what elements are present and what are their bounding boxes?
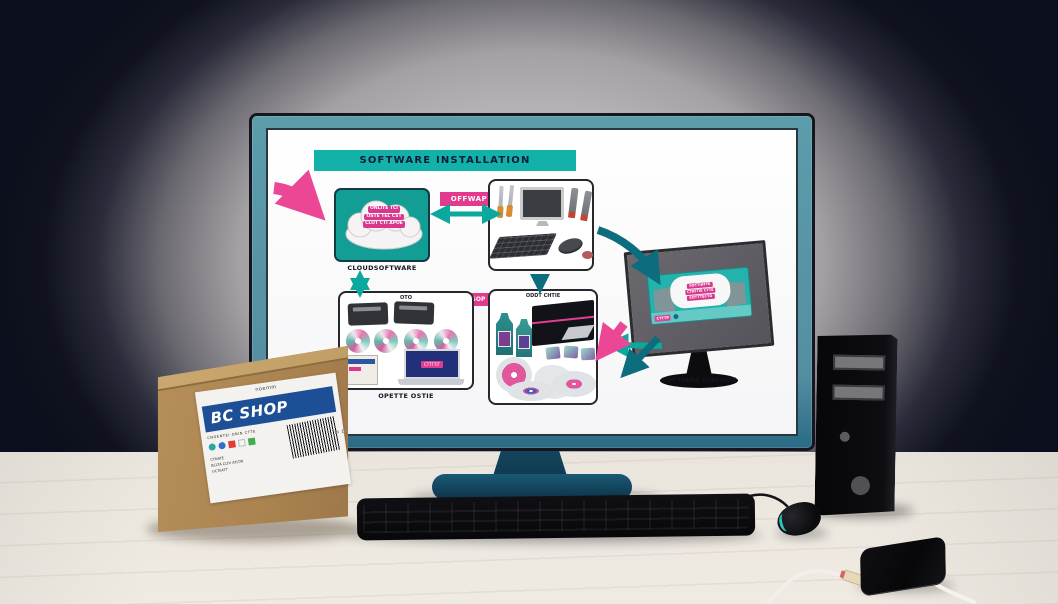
cert-icon-blue <box>218 441 227 450</box>
offload-label: OFFWAP <box>440 192 498 206</box>
package-banner <box>347 359 375 364</box>
diagram-arrows <box>273 169 663 379</box>
entry-arrow <box>273 169 326 221</box>
monitor-stand-icon <box>536 221 549 226</box>
cd-icon <box>508 381 554 401</box>
cert-icon-green <box>247 437 256 446</box>
cert-icons <box>208 437 256 452</box>
tools-node <box>488 179 594 271</box>
cloud-software-node: ONLITE TCI OSTE TEL CST CLOT CTI APOE <box>334 188 430 262</box>
cloud-chip: OSTE TEL CST <box>364 213 404 220</box>
monitor-stand-neck <box>492 443 568 479</box>
mouse-cable <box>748 493 789 508</box>
cloud-caption: CLOUDSOFTWARE <box>347 264 417 272</box>
shipping-label: noemm BC SHOP CNOENTEI ONIN CTTE CTNATE … <box>194 372 352 504</box>
software-package-icon <box>344 355 378 385</box>
cloud-chip: CLOT CTI APOE <box>363 221 405 228</box>
keyboard-keys <box>362 498 750 534</box>
usb-cable <box>766 568 846 604</box>
chip-icon <box>582 251 593 259</box>
monitor-screen: SOFTWARE INSTALLATION ONLITE TCI OSTE TE… <box>266 128 798 436</box>
cd-icon <box>552 371 596 397</box>
cert-icon-red <box>228 440 236 449</box>
diagram-pc-base <box>660 373 738 388</box>
cloud-chip: ONLITE TCI <box>368 206 400 213</box>
bottle-label <box>498 331 511 347</box>
os-node-label: OTO <box>400 295 412 301</box>
label-bottom-lines: CTNATE BCLTA CLTV ATLTW OCTIIATT <box>210 452 245 474</box>
mouse-glow <box>777 512 794 533</box>
media-node: ODDT CHTIE <box>488 289 598 405</box>
disc-icon <box>346 329 370 353</box>
teal-down-arrow <box>620 335 661 379</box>
laptop-base <box>398 379 464 385</box>
disc-icon <box>374 329 398 353</box>
cert-icon-teal <box>208 443 217 452</box>
shipping-box: noemm BC SHOP CNOENTEI ONIN CTTE CTNATE … <box>150 330 354 538</box>
cloud-text-chips: ONLITE TCI OSTE TEL CST CLOT CTI APOE <box>336 206 428 228</box>
keyboard <box>356 493 756 541</box>
os-node: OTO CTTTTIT <box>338 291 474 390</box>
tools-pc-arrow <box>596 226 661 285</box>
pink-down-arrow <box>595 321 632 362</box>
monitor-icon <box>520 187 564 220</box>
package-chip <box>349 367 361 371</box>
os-caption: OPETTE OSTIE <box>378 392 434 400</box>
laptop-screen-chip: CTTTTIT <box>421 360 443 368</box>
recycle-icon: ♻♻ <box>331 428 347 436</box>
cert-icon-white <box>237 438 246 447</box>
laptop-icon: CTTTTIT <box>404 349 460 379</box>
barcode <box>286 416 341 459</box>
media-node-label: ODDT CHTIE <box>525 293 561 299</box>
pc-caption: SOFTIARE DIALOGE <box>661 376 737 384</box>
diagram-title-banner: SOFTWARE INSTALLATION <box>314 150 576 171</box>
bottle-label <box>518 335 530 349</box>
